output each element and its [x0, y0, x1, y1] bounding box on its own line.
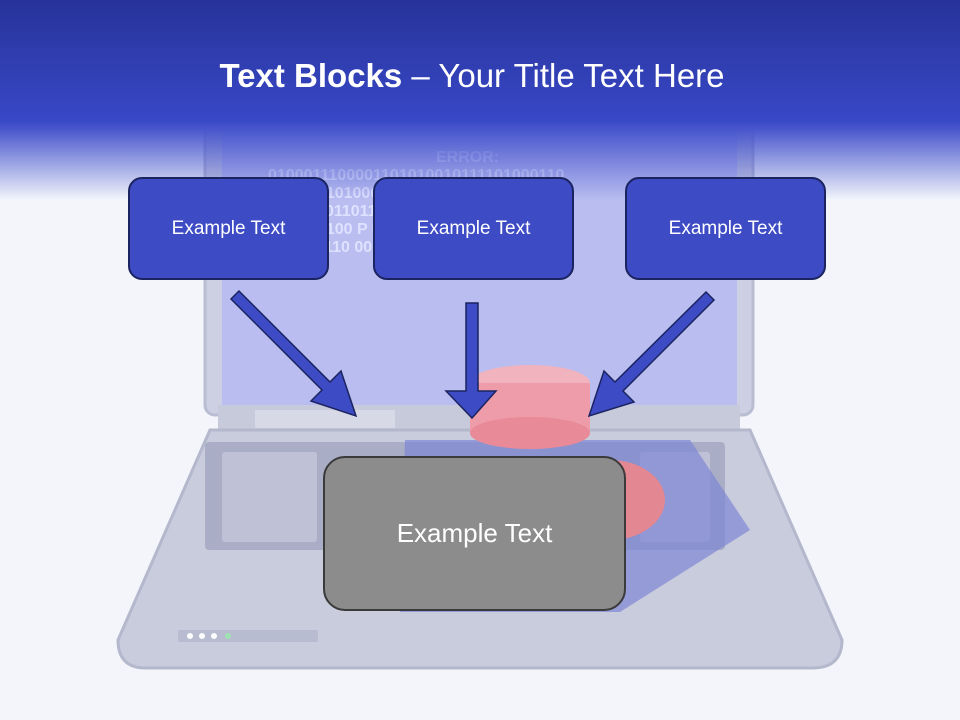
title-bar — [0, 0, 960, 200]
main-text-block-label: Example Text — [396, 518, 553, 548]
arrow-right — [587, 290, 716, 418]
arrow-center — [444, 302, 498, 420]
text-block-right-label: Example Text — [668, 217, 783, 239]
text-block-left-label: Example Text — [171, 217, 286, 239]
title-dash: – — [402, 57, 439, 94]
text-block-center[interactable]: Example Text — [373, 177, 574, 280]
title-bold: Text Blocks — [219, 57, 403, 94]
text-block-center-label: Example Text — [416, 217, 531, 239]
title-rest: Your Title Text Here — [438, 57, 725, 94]
slide-title: Text Blocks – Your Title Text Here — [0, 56, 944, 96]
text-block-left[interactable]: Example Text — [128, 177, 329, 280]
main-text-block[interactable]: Example Text — [323, 456, 626, 611]
text-block-right[interactable]: Example Text — [625, 177, 826, 280]
arrow-left — [229, 289, 358, 418]
